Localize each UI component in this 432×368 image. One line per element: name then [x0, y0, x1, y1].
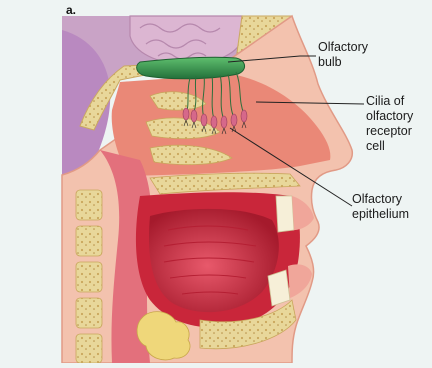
label-olfactory-bulb: Olfactory bulb [318, 40, 368, 70]
label-olfactory-epithelium: Olfactory epithelium [352, 192, 409, 222]
vertebrae [76, 190, 102, 363]
panel-letter: a. [66, 3, 76, 17]
lower-teeth [268, 270, 290, 306]
upper-teeth [276, 196, 294, 232]
label-cilia: Cilia of olfactory receptor cell [366, 94, 413, 154]
